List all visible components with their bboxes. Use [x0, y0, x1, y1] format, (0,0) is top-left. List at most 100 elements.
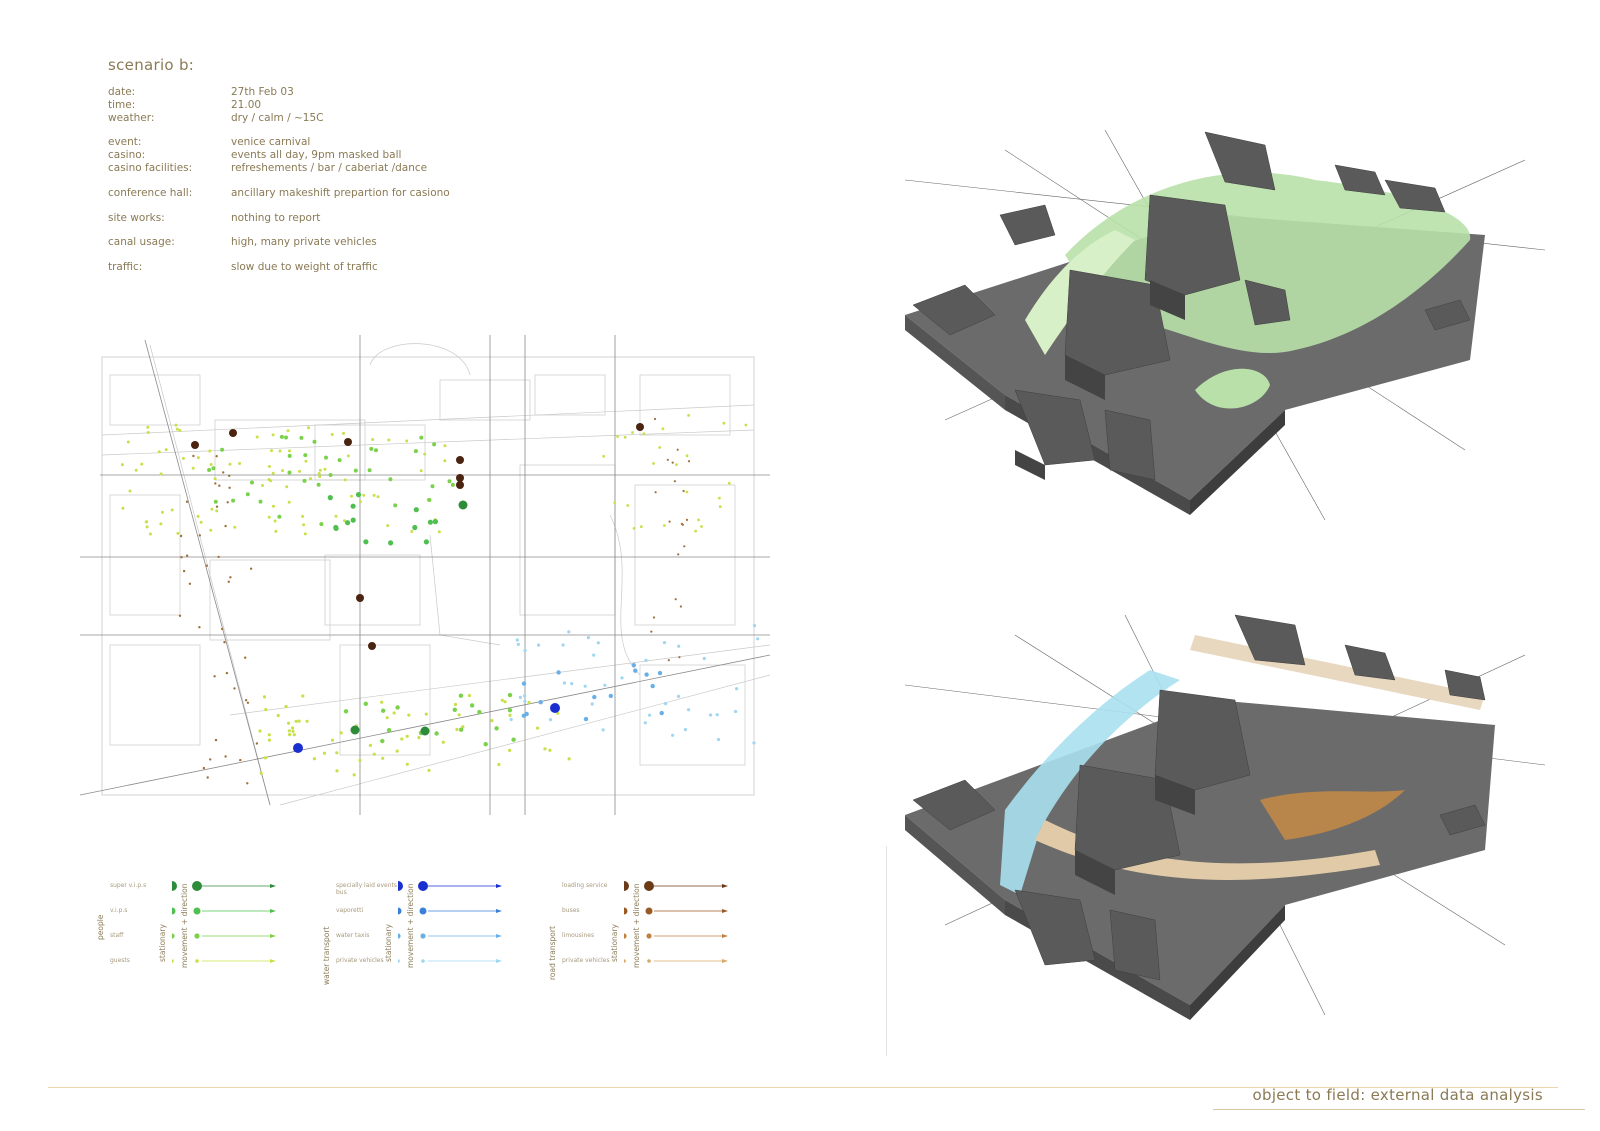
plan-activity-dot — [423, 452, 427, 456]
plan-activity-dot — [182, 569, 186, 573]
plan-activity-dot — [380, 738, 385, 744]
plan-activity-dot — [419, 435, 424, 440]
plan-activity-dot — [178, 429, 182, 432]
plan-activity-dot — [303, 532, 307, 536]
plan-activity-dot — [333, 524, 339, 531]
plan-activity-dot — [508, 713, 512, 717]
plan-activity-dot — [548, 748, 552, 752]
plan-activity-dot — [443, 444, 447, 448]
legend-stationary-dot — [624, 933, 627, 939]
plan-activity-dot — [277, 514, 282, 519]
plan-loading-dot — [636, 423, 644, 431]
legend-stationary-dot — [172, 881, 177, 891]
plan-activity-dot — [650, 630, 653, 633]
plan-activity-dot — [412, 524, 418, 531]
plan-activity-dot — [159, 472, 163, 476]
plan-activity-dot — [192, 454, 195, 458]
plan-activity-dot — [228, 486, 231, 489]
plan-loading-dot — [229, 429, 237, 437]
plan-activity-dot — [350, 494, 353, 498]
plan-activity-dot — [603, 683, 607, 687]
plan-super-vip-dot — [420, 726, 430, 736]
plan-activity-dot — [687, 460, 691, 463]
plan-activity-dot — [312, 757, 316, 761]
plan-activity-dot — [405, 734, 409, 738]
plan-activity-dot — [700, 525, 703, 528]
legend-stationary-dot — [172, 933, 175, 939]
plan-activity-dot — [410, 530, 414, 533]
plan-activity-dot — [343, 519, 346, 523]
plan-activity-dot — [303, 453, 308, 458]
plan-activity-dot — [508, 748, 512, 752]
plan-activity-dot — [259, 771, 263, 775]
plan-activity-dot — [246, 782, 249, 785]
plan-building — [314, 424, 426, 481]
plan-activity-dot — [128, 489, 132, 493]
plan-activity-dot — [395, 749, 399, 753]
plan-activity-dot — [650, 683, 655, 689]
plan-activity-dot — [395, 705, 400, 710]
plan-activity-dot — [284, 704, 288, 709]
plan-activity-dot — [709, 713, 713, 717]
plan-activity-dot — [631, 431, 634, 434]
plan-street — [369, 343, 471, 376]
plan-loading-dot — [368, 642, 376, 650]
model-view-top — [905, 129, 1546, 521]
plan-activity-dot — [639, 525, 643, 528]
plan-activity-dot — [507, 692, 513, 698]
plan-activity-dot — [592, 694, 597, 700]
plan-activity-dot — [509, 717, 513, 722]
legend-row-label: staff — [110, 932, 124, 939]
plan-activity-dot — [145, 525, 149, 529]
info-row: canal usage:high, many private vehicles — [108, 236, 450, 249]
plan-activity-dot — [199, 520, 203, 524]
info-key: weather: — [108, 111, 155, 124]
plan-activity-dot — [570, 682, 574, 686]
plan-activity-dot — [567, 757, 571, 761]
plan-activity-dot — [562, 681, 567, 685]
plan-activity-dot — [322, 751, 327, 755]
plan-activity-dot — [511, 737, 516, 742]
plan-activity-dot — [715, 713, 719, 717]
plan-activity-dot — [271, 433, 275, 437]
plan-activity-dot — [388, 477, 393, 482]
plan-activity-dot — [678, 656, 681, 659]
plan-building — [109, 374, 201, 426]
plan-activity-dot — [367, 468, 372, 473]
plan-activity-dot — [676, 694, 681, 698]
plan-activity-dot — [214, 482, 217, 485]
plan-activity-dot — [291, 729, 295, 733]
plan-loading-dot — [344, 438, 352, 446]
legend-moving-dot — [646, 933, 652, 939]
plan-activity-dot — [233, 525, 237, 529]
legend-direction-arrow — [270, 959, 276, 963]
plan-street — [101, 404, 755, 436]
plan-activity-dot — [727, 481, 731, 485]
page-rule — [48, 1087, 1558, 1088]
legend-symbols — [172, 881, 276, 963]
plan-activity-dot — [683, 545, 686, 548]
legend-row-label: guests — [110, 957, 130, 964]
plan-activity-dot — [215, 505, 219, 508]
plan-activity-dot — [756, 637, 760, 641]
plan-activity-dot — [405, 439, 409, 443]
plan-activity-dot — [392, 711, 396, 715]
plan-activity-dot — [205, 564, 208, 567]
plan-activity-dot — [643, 721, 647, 725]
plan-activity-dot — [258, 499, 263, 504]
plan-building — [214, 419, 366, 481]
plan-activity-dot — [178, 614, 182, 617]
plan-activity-dot — [233, 687, 236, 690]
plan-activity-dot — [298, 469, 302, 473]
plan-activity-dot — [191, 466, 195, 470]
plan-activity-dot — [685, 454, 689, 458]
plan-activity-dot — [196, 514, 200, 518]
plan-activity-dot — [170, 508, 174, 512]
plan-activity-dot — [450, 482, 455, 487]
plan-super-vip-dot — [350, 725, 360, 735]
plan-activity-dot — [342, 431, 345, 435]
plan-activity-dot — [752, 624, 757, 628]
plan-activity-dot — [601, 728, 605, 732]
plan-activity-dot — [673, 480, 677, 483]
info-gap — [108, 124, 450, 136]
